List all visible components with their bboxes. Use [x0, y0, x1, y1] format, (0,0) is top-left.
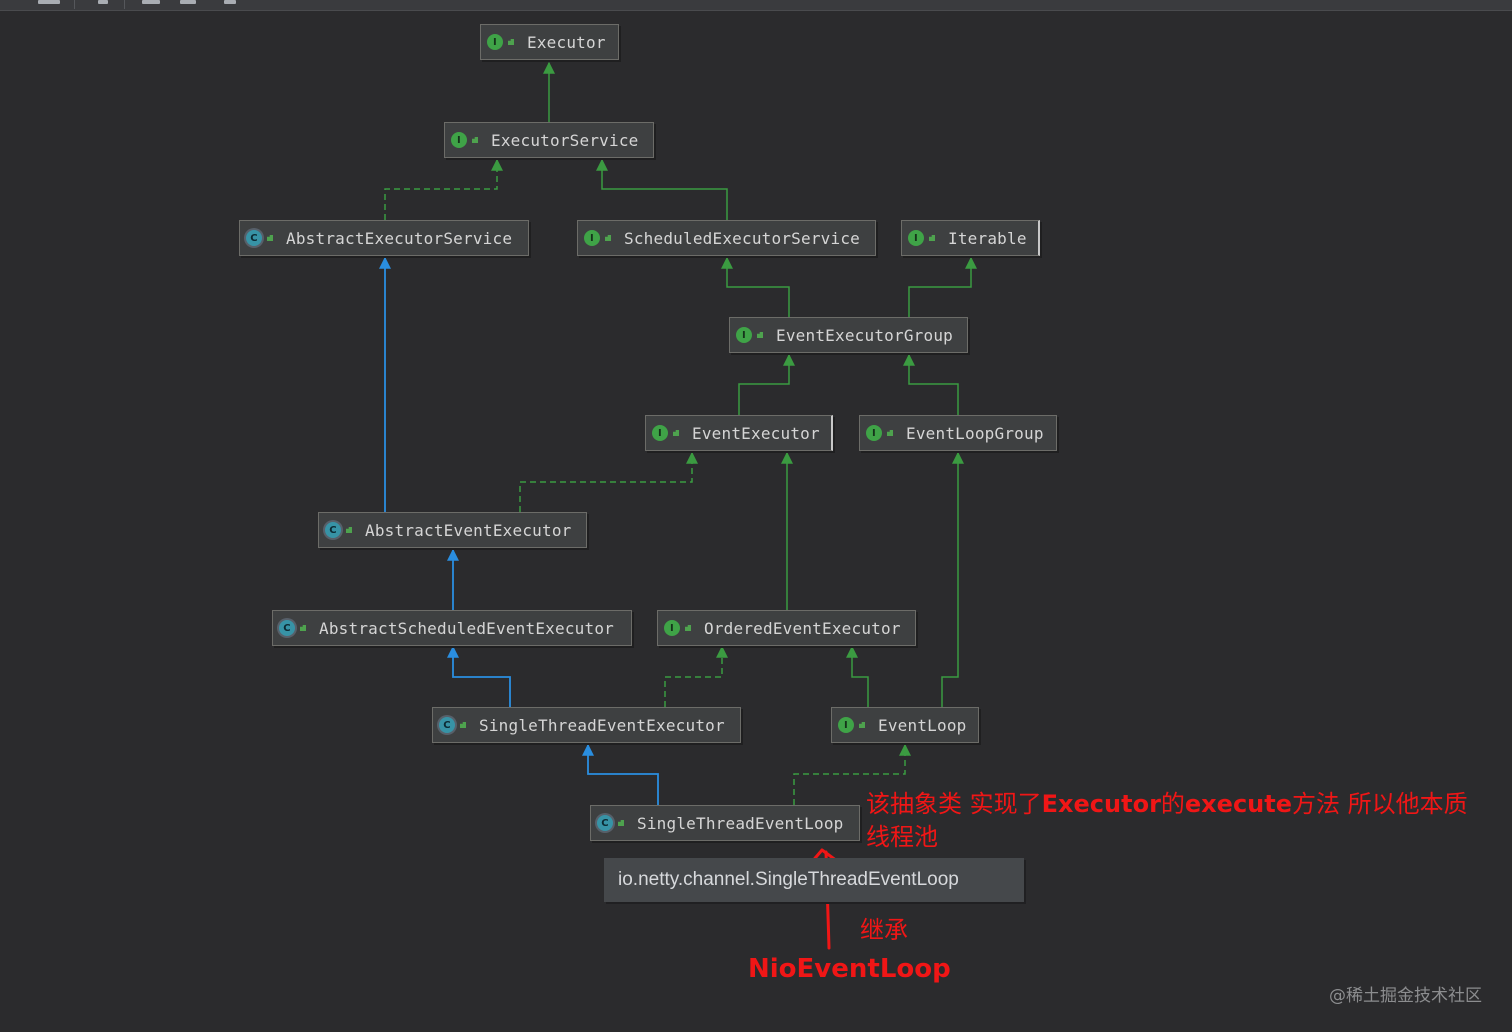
- node-ordered-event-executor[interactable]: I OrderedEventExecutor: [657, 610, 916, 646]
- node-label: EventLoopGroup: [906, 423, 1044, 443]
- interface-icon: I: [451, 132, 467, 148]
- toolbar-separator: [124, 0, 125, 9]
- node-label: Executor: [527, 32, 606, 52]
- node-single-thread-event-executor[interactable]: C SingleThreadEventExecutor: [432, 707, 741, 743]
- public-visibility-icon: [859, 722, 865, 728]
- node-label: ScheduledExecutorService: [624, 228, 860, 248]
- node-event-executor[interactable]: I EventExecutor: [645, 415, 833, 451]
- public-visibility-icon: [267, 235, 273, 241]
- toolbar-export-icon[interactable]: [98, 0, 108, 4]
- public-visibility-icon: [472, 137, 478, 143]
- toolbar-grid-icon[interactable]: [142, 0, 160, 4]
- edge-eventloop-eventloopgroup: [941, 451, 964, 707]
- annotation-note-part: 的: [1160, 790, 1185, 818]
- tooltip-text: io.netty.channel.SingleThreadEventLoop: [618, 869, 959, 890]
- abstract-class-icon: C: [597, 815, 613, 831]
- annotation-note-part: execute: [1184, 790, 1293, 818]
- edge-abstractexecutorservice-executorservice: [384, 158, 503, 220]
- node-executor[interactable]: I Executor: [480, 24, 619, 60]
- interface-icon: I: [736, 327, 752, 343]
- toolbar-zoom-icon[interactable]: [224, 0, 236, 4]
- public-visibility-icon: [887, 430, 893, 436]
- interface-icon: I: [664, 620, 680, 636]
- annotation-subclass-label: NioEventLoop: [748, 954, 951, 984]
- edge-singlethreadeventloop-eventloop: [793, 743, 911, 805]
- interface-icon: I: [866, 425, 882, 441]
- edge-eventloop-orderedeventexecutor: [846, 645, 869, 707]
- node-abstract-scheduled-event-executor[interactable]: C AbstractScheduledEventExecutor: [272, 610, 632, 646]
- edge-abstracteventexecutor-eventexecutor: [519, 451, 698, 512]
- public-visibility-icon: [673, 430, 679, 436]
- annotation-note-part: 方法 所以他本质: [1292, 790, 1468, 818]
- annotation-note-part: 该抽象类 实现了: [866, 790, 1042, 818]
- public-visibility-icon: [929, 235, 935, 241]
- node-label: AbstractScheduledEventExecutor: [319, 618, 614, 638]
- public-visibility-icon: [757, 332, 763, 338]
- public-visibility-icon: [685, 625, 691, 631]
- edge-scheduledexecutorservice-executorservice: [596, 158, 728, 220]
- node-label: EventLoop: [878, 715, 967, 735]
- interface-icon: I: [584, 230, 600, 246]
- public-visibility-icon: [460, 722, 466, 728]
- public-visibility-icon: [508, 39, 514, 45]
- node-label: SingleThreadEventExecutor: [479, 715, 725, 735]
- edge-singlethreadeventexecutor-orderedeventexecutor: [664, 645, 728, 707]
- abstract-class-icon: C: [279, 620, 295, 636]
- node-label: EventExecutor: [692, 423, 820, 443]
- node-tooltip: io.netty.channel.SingleThreadEventLoop: [604, 858, 1024, 902]
- node-label: AbstractExecutorService: [286, 228, 513, 248]
- abstract-class-icon: C: [439, 717, 455, 733]
- interface-icon: I: [652, 425, 668, 441]
- node-event-executor-group[interactable]: I EventExecutorGroup: [729, 317, 968, 353]
- node-iterable[interactable]: I Iterable: [901, 220, 1040, 256]
- toolbar-layout-icon[interactable]: [38, 0, 60, 4]
- abstract-class-icon: C: [325, 522, 341, 538]
- public-visibility-icon: [300, 625, 306, 631]
- public-visibility-icon: [346, 527, 352, 533]
- node-label: Iterable: [948, 228, 1027, 248]
- interface-icon: I: [908, 230, 924, 246]
- annotation-note-part: Executor: [1041, 790, 1161, 818]
- node-label: OrderedEventExecutor: [704, 618, 901, 638]
- edge-singlethreadeventexecutor-abstractscheduledeventexecutor: [447, 645, 511, 707]
- node-executor-service[interactable]: I ExecutorService: [444, 122, 654, 158]
- edge-eventexecutorgroup-iterable: [908, 256, 977, 317]
- edge-eventloopgroup-eventexecutorgroup: [903, 353, 959, 415]
- node-label: EventExecutorGroup: [776, 325, 953, 345]
- node-label: AbstractEventExecutor: [365, 520, 572, 540]
- toolbar-fit-icon[interactable]: [180, 0, 196, 4]
- interface-icon: I: [487, 34, 503, 50]
- node-label: SingleThreadEventLoop: [637, 813, 844, 833]
- watermark: @稀土掘金技术社区: [1329, 986, 1482, 1006]
- edge-singlethreadeventloop-singlethreadeventexecutor: [582, 743, 659, 805]
- toolbar-separator: [74, 0, 75, 9]
- annotation-note-line2: 线程池: [866, 823, 938, 851]
- node-label: ExecutorService: [491, 130, 639, 150]
- public-visibility-icon: [605, 235, 611, 241]
- interface-icon: I: [838, 717, 854, 733]
- annotation-inherit-label: 继承: [860, 916, 908, 944]
- node-scheduled-executor-service[interactable]: I ScheduledExecutorService: [577, 220, 876, 256]
- node-single-thread-event-loop[interactable]: C SingleThreadEventLoop: [590, 805, 860, 841]
- node-event-loop-group[interactable]: I EventLoopGroup: [859, 415, 1057, 451]
- node-abstract-event-executor[interactable]: C AbstractEventExecutor: [318, 512, 587, 548]
- node-abstract-executor-service[interactable]: C AbstractExecutorService: [239, 220, 529, 256]
- node-event-loop[interactable]: I EventLoop: [831, 707, 979, 743]
- toolbar: [0, 0, 1512, 11]
- edge-eventexecutorgroup-scheduledexecutorservice: [721, 256, 790, 317]
- abstract-class-icon: C: [246, 230, 262, 246]
- edge-eventexecutor-eventexecutorgroup: [738, 353, 795, 415]
- annotation-note: 该抽象类 实现了Executor的execute方法 所以他本质: [866, 788, 1468, 821]
- public-visibility-icon: [618, 820, 624, 826]
